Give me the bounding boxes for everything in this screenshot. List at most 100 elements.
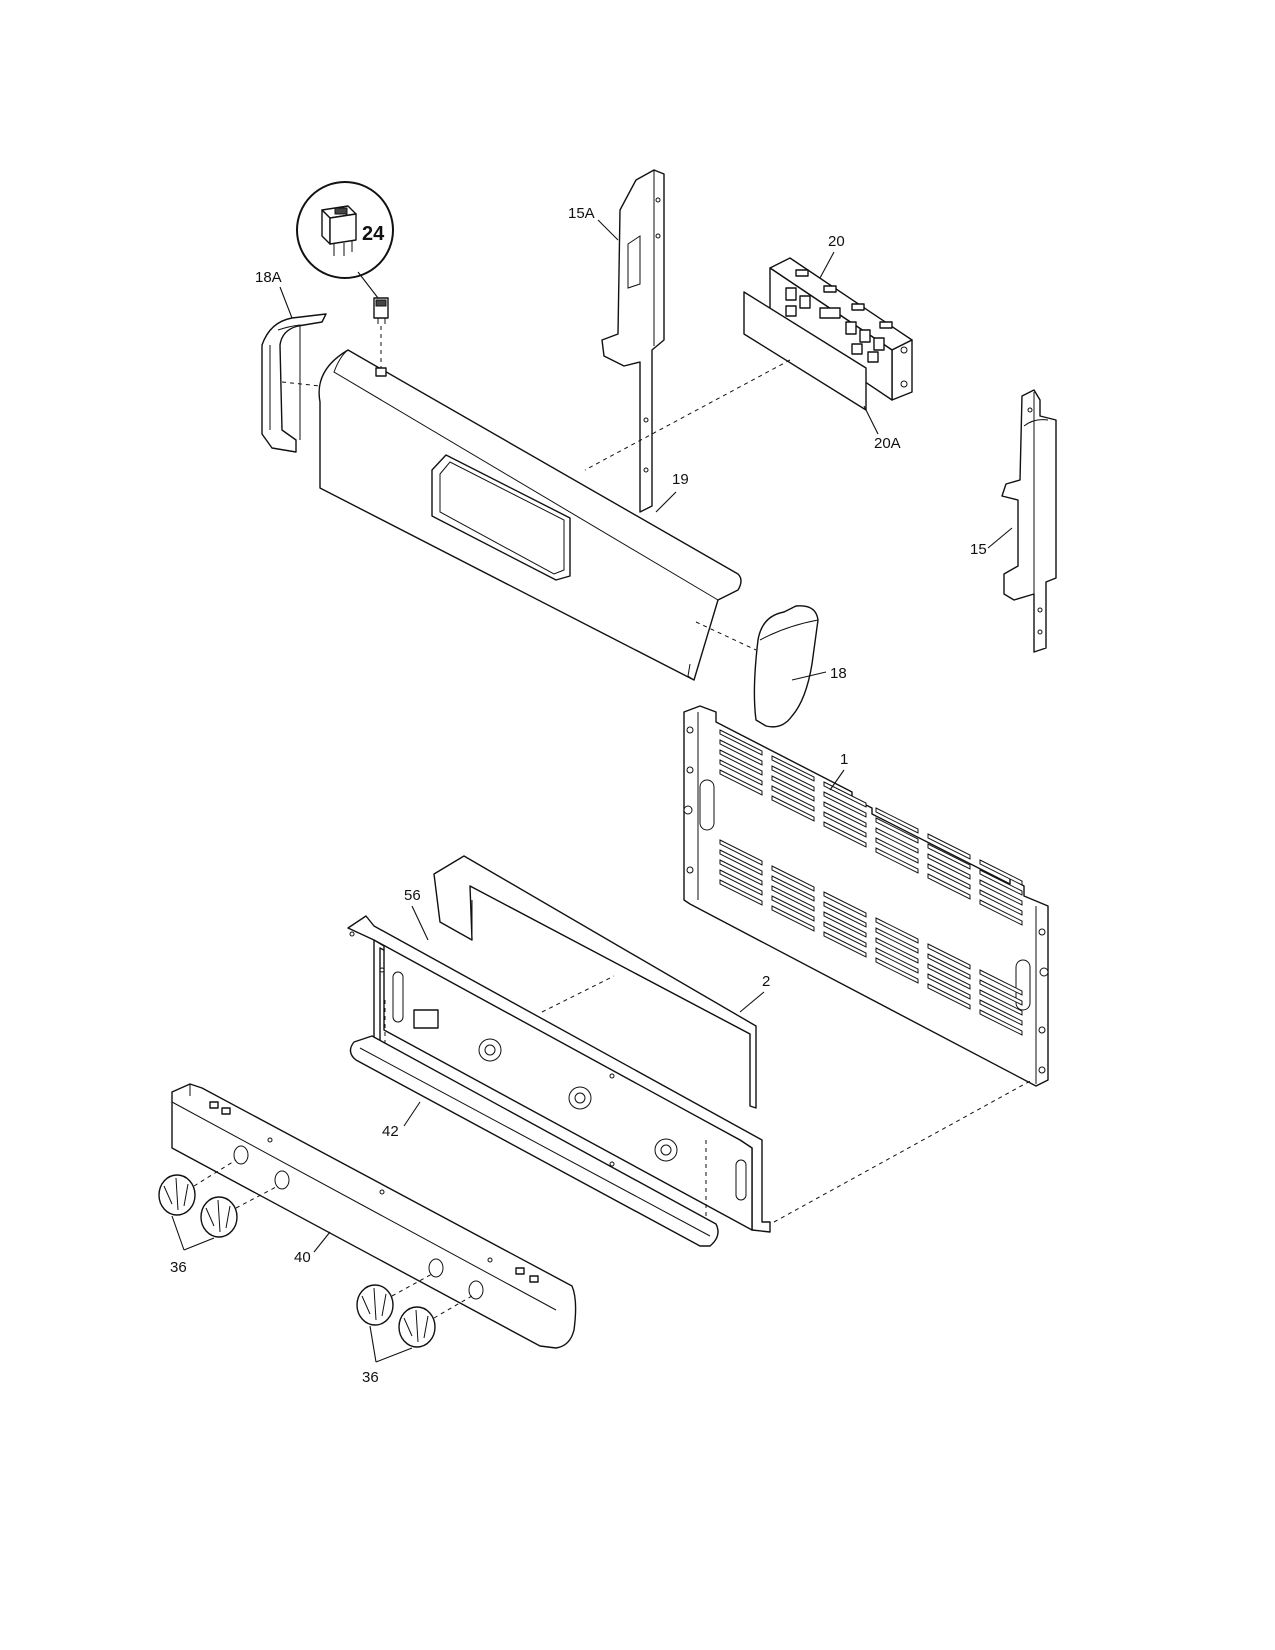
callout-24: 24 — [362, 223, 385, 245]
vent-slot — [875, 837, 919, 864]
vent-slot — [927, 963, 971, 990]
vent-slot — [823, 901, 867, 928]
vent-slot — [875, 917, 919, 944]
vent-slot — [823, 921, 867, 948]
part-18-right-end-cap: 18 — [753, 605, 847, 728]
vent-slot — [979, 899, 1023, 926]
part-20A-overlay: 20A — [743, 291, 901, 452]
vent-slot — [771, 755, 815, 782]
vent-slot — [771, 875, 815, 902]
part-15A-left-bracket: 15A — [568, 169, 665, 513]
vent-slot — [979, 979, 1023, 1006]
vent-slot — [979, 969, 1023, 996]
vent-slot — [927, 843, 971, 870]
callout-15A: 15A — [568, 205, 595, 222]
vent-slot — [719, 869, 763, 896]
vent-slot — [927, 973, 971, 1000]
vent-slot — [719, 759, 763, 786]
callout-15: 15 — [970, 541, 987, 558]
part-19-control-panel: 19 — [318, 349, 742, 681]
bracket-valve-holes — [349, 931, 678, 1167]
callout-19: 19 — [672, 471, 689, 488]
callout-42: 42 — [382, 1123, 399, 1140]
vent-slot — [875, 847, 919, 874]
vent-slot — [927, 943, 971, 970]
vent-slot — [771, 895, 815, 922]
vent-slot — [875, 937, 919, 964]
vent-slot — [875, 807, 919, 834]
vent-slot — [823, 781, 867, 808]
vent-slot — [719, 769, 763, 796]
knob-icon — [200, 1196, 238, 1238]
vent-slot — [927, 833, 971, 860]
vent-slot — [979, 879, 1023, 906]
vent-slot — [875, 827, 919, 854]
vent-slot — [823, 801, 867, 828]
vent-slot — [719, 879, 763, 906]
callout-18: 18 — [830, 665, 847, 682]
display-window — [431, 454, 571, 581]
callout-36-upper: 36 — [170, 1259, 187, 1276]
vent-slot — [719, 749, 763, 776]
vent-slot — [771, 905, 815, 932]
vent-slot — [979, 859, 1023, 886]
vent-slot — [771, 785, 815, 812]
vent-slot — [823, 911, 867, 938]
vent-slot — [719, 859, 763, 886]
vent-slot — [823, 821, 867, 848]
vent-slot — [927, 853, 971, 880]
assembly-line-rear — [773, 1079, 1033, 1223]
vent-slot — [875, 927, 919, 954]
callout-56: 56 — [404, 887, 421, 904]
vent-slot — [927, 953, 971, 980]
vent-slot — [719, 739, 763, 766]
callout-18A: 18A — [255, 269, 282, 286]
vent-slot — [771, 795, 815, 822]
switch-small-icon — [373, 297, 389, 324]
callout-20: 20 — [828, 233, 845, 250]
rear-panel-vents — [719, 729, 1023, 1036]
knob-icon — [356, 1284, 394, 1326]
part-40-bezel: 40 — [171, 1083, 577, 1349]
vent-slot — [979, 889, 1023, 916]
vent-slot — [823, 891, 867, 918]
vent-slot — [927, 863, 971, 890]
part-36-knobs: 36 36 — [158, 1159, 473, 1386]
vent-slot — [719, 839, 763, 866]
vent-slot — [719, 849, 763, 876]
vent-slot — [979, 999, 1023, 1026]
vent-slot — [875, 817, 919, 844]
part-15-right-bracket: 15 — [970, 389, 1057, 653]
switch-detail-icon — [321, 205, 357, 256]
assembly-line-overlay — [584, 359, 791, 471]
vent-slot — [875, 947, 919, 974]
part-56-bracket: 56 — [347, 887, 771, 1233]
vent-slot — [823, 931, 867, 958]
vent-slot — [719, 729, 763, 756]
vent-slot — [771, 865, 815, 892]
vent-slot — [771, 885, 815, 912]
callout-36-lower: 36 — [362, 1369, 379, 1386]
vent-slot — [979, 989, 1023, 1016]
part-18A-left-end-cap: 18A — [255, 269, 327, 453]
part-42-trim: 42 — [349, 1035, 719, 1247]
part-24-rocker-switch: 24 — [296, 181, 394, 368]
vent-slot — [771, 765, 815, 792]
vent-slot — [875, 957, 919, 984]
part-2-shield: 2 — [433, 855, 770, 1109]
vent-slot — [979, 869, 1023, 896]
vent-slot — [771, 775, 815, 802]
part-1-rear-panel: 1 — [683, 705, 1049, 1087]
bezel-holes — [209, 1101, 539, 1300]
control-connectors — [785, 269, 893, 363]
callout-1: 1 — [840, 751, 848, 768]
vent-slot — [927, 873, 971, 900]
knob-icon — [398, 1306, 436, 1348]
vent-slot — [823, 791, 867, 818]
vent-slot — [979, 1009, 1023, 1036]
rear-panel-mount-holes — [683, 726, 1049, 1074]
callout-40: 40 — [294, 1249, 311, 1266]
callout-20A: 20A — [874, 435, 901, 452]
knob-icon — [158, 1174, 196, 1216]
